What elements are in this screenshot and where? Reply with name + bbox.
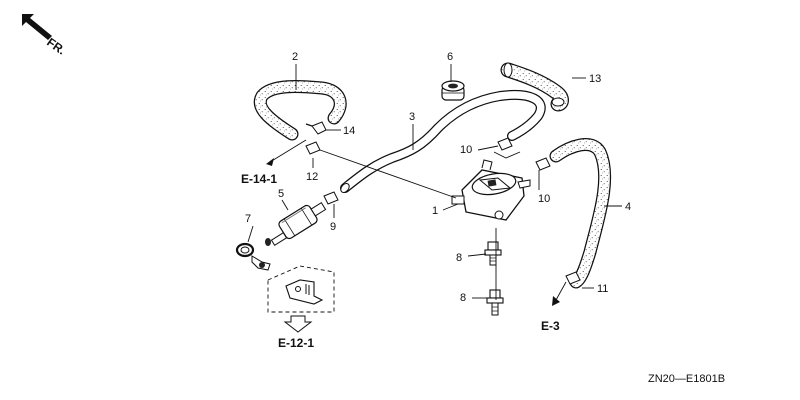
reference-e14-1: E-14-1 bbox=[241, 172, 277, 186]
callout-11: 11 bbox=[597, 283, 608, 295]
leader-lines bbox=[247, 64, 622, 301]
callout-13: 13 bbox=[589, 73, 601, 85]
hose-clamp-7 bbox=[235, 242, 271, 271]
callout-10-left: 10 bbox=[460, 144, 472, 156]
hose-clip-10-left bbox=[497, 137, 513, 151]
callout-8-lower: 8 bbox=[460, 292, 466, 304]
callout-4: 4 bbox=[625, 201, 631, 213]
fuel-tube-3 bbox=[340, 90, 546, 193]
bolt-8-upper bbox=[484, 241, 502, 266]
diagram-code: ZN20—E1801B bbox=[648, 373, 725, 385]
bracket-down-arrow-icon bbox=[283, 315, 313, 333]
reference-arrow-e3-icon bbox=[552, 296, 560, 306]
front-direction-arrow-icon: FR. bbox=[22, 14, 68, 58]
callout-3: 3 bbox=[409, 111, 415, 123]
fuel-pump-1 bbox=[451, 159, 531, 221]
hose-clip-10-right bbox=[535, 157, 551, 171]
fuel-hose-13 bbox=[500, 62, 569, 112]
mounting-bracket-group bbox=[267, 265, 335, 313]
callout-6: 6 bbox=[447, 51, 453, 63]
callout-7: 7 bbox=[245, 213, 251, 225]
reference-e12-1: E-12-1 bbox=[278, 336, 314, 350]
grommet-6 bbox=[441, 80, 465, 101]
hose-clip-9 bbox=[323, 191, 339, 205]
fuel-filter-5 bbox=[265, 202, 327, 246]
callout-5: 5 bbox=[278, 188, 284, 200]
callout-14: 14 bbox=[343, 125, 355, 137]
fuel-hose-4 bbox=[549, 138, 612, 289]
callout-10-right: 10 bbox=[538, 193, 550, 205]
callout-8-upper: 8 bbox=[456, 252, 462, 264]
fuel-hose-2 bbox=[253, 80, 347, 141]
bolt-8-lower bbox=[486, 289, 504, 316]
reference-arrow-e14-icon bbox=[266, 158, 274, 166]
hose-clip-12 bbox=[305, 141, 321, 155]
callout-9: 9 bbox=[330, 221, 336, 233]
hose-clip-14 bbox=[305, 121, 327, 135]
hose-clip-11 bbox=[565, 271, 581, 285]
reference-e3: E-3 bbox=[541, 319, 560, 333]
callout-12: 12 bbox=[306, 171, 318, 183]
callout-2: 2 bbox=[292, 51, 298, 63]
callout-1: 1 bbox=[432, 205, 438, 217]
